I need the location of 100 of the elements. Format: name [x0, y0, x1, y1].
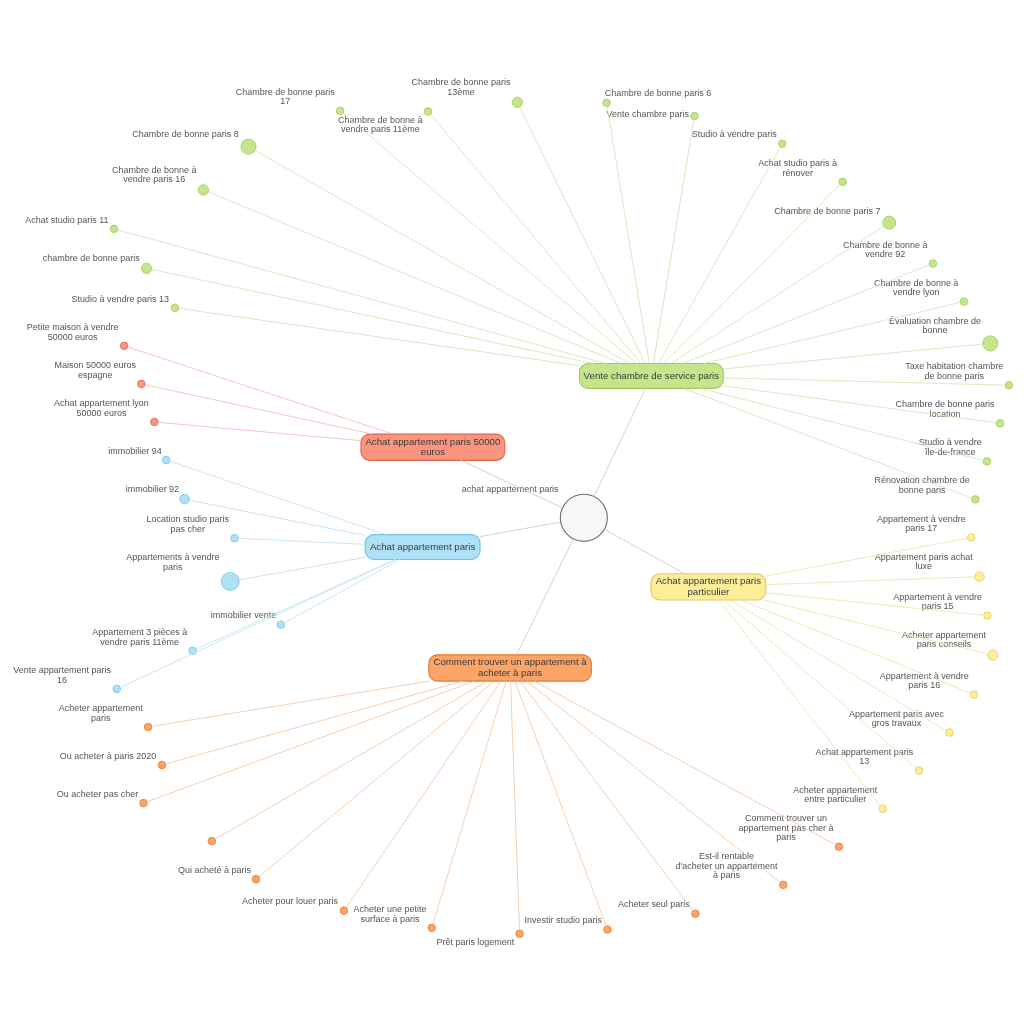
node-label: Acheter pour louer paris [242, 895, 338, 906]
connector [723, 343, 984, 369]
node-label: Chambre de bonne paris 8 [132, 128, 239, 139]
node-label: Chambre de bonne paris 6 [604, 87, 712, 98]
connector [258, 680, 495, 877]
connector [254, 149, 630, 364]
node-circle [139, 798, 148, 807]
node-label: immobilier 94 [108, 445, 162, 456]
node-label: Appartements à vendre paris [126, 551, 220, 572]
node-label: Chambre de bonne à vendre paris 16 [112, 164, 197, 184]
node-circle [251, 874, 261, 883]
node-box: Vente chambre de service paris [578, 362, 724, 389]
connector [195, 558, 396, 650]
node-label: Vente chambre paris [606, 108, 689, 119]
node-circle [983, 610, 992, 620]
node-label: Petite maison à vendre 50000 euros [26, 321, 119, 342]
node-circle [137, 379, 146, 388]
node-label: immobilier vente [210, 609, 277, 620]
node-label: Studio à vendre paris [691, 128, 777, 139]
node-label: Maison 50000 euros espagne [54, 359, 137, 380]
node-circle [161, 455, 171, 464]
node-circle [119, 341, 129, 350]
node-circle [150, 417, 159, 426]
connector [117, 229, 607, 364]
node-circle [945, 727, 954, 737]
node-label: Chambre de bonne paris 13ème [411, 76, 511, 97]
node-label: Acheter appartement paris [58, 702, 143, 723]
node-circle [276, 620, 286, 629]
node-label: Ou acheter à paris 2020 [59, 750, 157, 761]
node-circle [834, 842, 844, 851]
connector [663, 183, 841, 364]
connector [514, 680, 607, 926]
node-label: Achat studio paris à rénover [758, 157, 838, 178]
node-label: Qui acheté à paris [178, 864, 251, 875]
node-circle [141, 262, 153, 274]
node-circle [878, 804, 887, 813]
node-circle [188, 646, 197, 655]
node-circle [143, 722, 153, 731]
node-label: Chambre de bonne paris 7 [774, 205, 881, 216]
connector [169, 460, 387, 535]
connector [239, 556, 366, 580]
connector [718, 599, 881, 806]
connector [430, 113, 642, 364]
node-label: Comment trouver un appartement pas cher à paris [738, 812, 834, 842]
connector [151, 680, 430, 727]
node-label: Est-il rentable d'acheter un appartement à paris [675, 850, 778, 880]
node-circle [603, 924, 612, 934]
connector [460, 459, 563, 508]
node-label: Appartement 3 pièces à vendre paris 11ème [92, 626, 188, 647]
node-box: Achat appartement paris [364, 533, 481, 560]
node-label: Achat appartement lyon 50000 euros [53, 397, 149, 418]
node-label: Appartement à vendre paris 15 [893, 591, 983, 611]
node-circle [959, 296, 969, 306]
node-circle [838, 177, 847, 186]
node-label: Acheter appartement entre particulier [793, 784, 878, 804]
connector [127, 346, 394, 434]
node-label: Ou acheter pas cher [56, 788, 139, 799]
connector [699, 387, 984, 461]
connector [146, 680, 475, 802]
connector [479, 521, 561, 537]
node-circle [690, 111, 699, 120]
node-circle [969, 689, 979, 699]
node-circle [179, 493, 190, 504]
node-circle [987, 649, 999, 661]
node-circle [559, 493, 608, 542]
connector [723, 376, 1006, 386]
node-box: Achat appartement paris particulier [650, 572, 767, 601]
node-label: Studio à vendre île-de-france [918, 436, 982, 457]
node-label: Chambre de bonne à vendre lyon [873, 277, 959, 297]
node-circle [515, 929, 524, 938]
node-circle [240, 138, 257, 155]
connector [283, 558, 401, 623]
node-circle [995, 418, 1005, 427]
connector [653, 118, 695, 364]
node-label: Chambre de bonne à vendre 92 [843, 239, 928, 259]
node-circle [511, 96, 523, 108]
node-label: Location studio paris pas cher [146, 513, 230, 534]
connector [533, 680, 836, 845]
node-circle [427, 923, 436, 932]
connector [215, 680, 488, 839]
connector [657, 146, 781, 364]
node-circle [779, 880, 788, 889]
node-circle [197, 183, 209, 195]
connector [606, 105, 650, 364]
connector [119, 558, 397, 688]
connector [144, 383, 373, 434]
node-label: Rénovation chambre de bonne paris [874, 474, 970, 495]
node-label: chambre de bonne paris [42, 252, 140, 263]
node-circle [220, 571, 240, 591]
connector [516, 538, 574, 655]
node-label: Chambre de bonne paris 17 [235, 86, 335, 106]
connector [157, 421, 362, 441]
node-label: immobilier 92 [125, 483, 180, 494]
node-circle [423, 106, 433, 116]
connector [682, 264, 930, 364]
node-circle [230, 533, 239, 542]
node-circle [336, 106, 345, 115]
node-label: Évaluation chambre de bonne [889, 315, 981, 335]
node-label: Acheter seul paris [617, 898, 690, 909]
node-label: Acheter une petite surface à paris [353, 903, 427, 924]
